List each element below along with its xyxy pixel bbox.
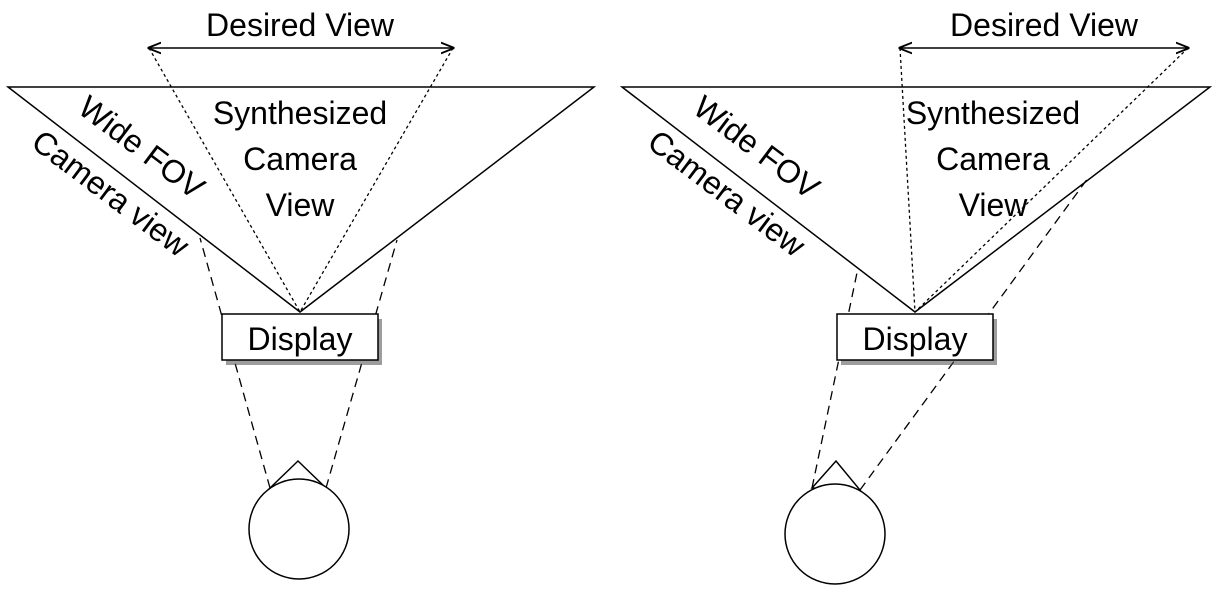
synth-ray-left xyxy=(148,47,301,313)
desired-view-label: Desired View xyxy=(206,7,395,43)
synth-ray-right xyxy=(299,47,454,313)
eye-ray-right xyxy=(859,177,1089,491)
synth-label-line2: Camera xyxy=(243,141,357,177)
synth-label-line3: View xyxy=(959,187,1029,223)
wide-fov-triangle xyxy=(5,86,597,313)
display-box xyxy=(836,313,994,361)
panel-left: Desired View Synthesized Camera View Wid… xyxy=(5,7,597,580)
synth-ray-left xyxy=(899,47,916,313)
synth-label-line2: Camera xyxy=(936,141,1050,177)
panel-right: Desired View Synthesized Camera View Wid… xyxy=(619,7,1213,585)
display-label: Display xyxy=(248,321,353,357)
wide-fov-triangle xyxy=(619,86,1213,313)
viewer-head-icon xyxy=(784,483,886,585)
display-label: Display xyxy=(863,321,968,357)
viewer-head-icon xyxy=(248,478,350,580)
synth-label-line3: View xyxy=(266,187,336,223)
synth-label-line1: Synthesized xyxy=(213,95,387,131)
synth-label-line1: Synthesized xyxy=(906,95,1080,131)
display-box xyxy=(221,313,379,361)
eye-ray-left xyxy=(199,237,271,489)
eye-ray-left xyxy=(811,267,859,489)
desired-view-label: Desired View xyxy=(950,7,1139,43)
